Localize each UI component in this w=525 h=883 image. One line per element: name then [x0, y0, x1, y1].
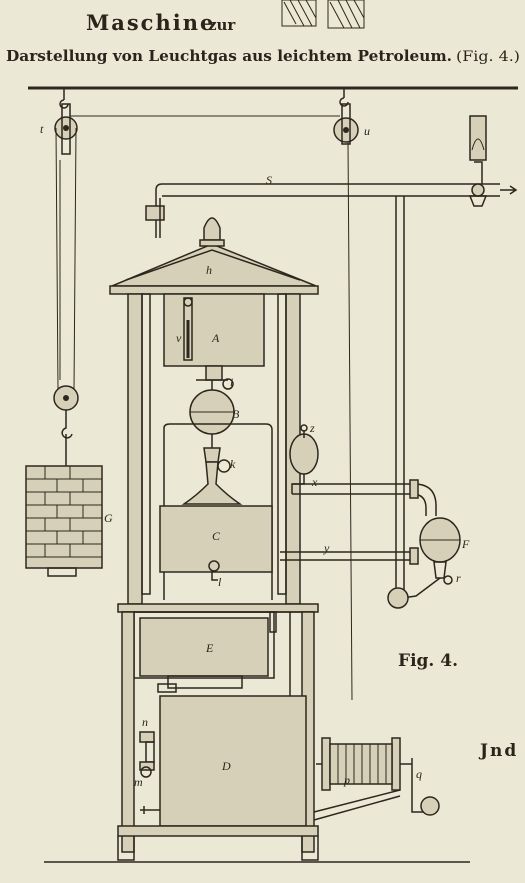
label-c: C [212, 529, 221, 543]
burner [468, 115, 518, 207]
label-k: k [230, 457, 236, 471]
tank-a [163, 293, 265, 367]
pulley-u [333, 88, 359, 145]
label-h: h [206, 263, 212, 277]
right-vertical-pipe [395, 196, 405, 590]
edge-text: Jnd [478, 741, 518, 761]
label-t: t [40, 122, 44, 136]
side-vessel-z [289, 424, 319, 494]
cabinet [117, 611, 319, 861]
label-d: D [221, 759, 231, 773]
label-x: x [311, 475, 318, 489]
top-hatching [281, 0, 365, 29]
winch [313, 737, 440, 821]
title-figure-ref: (Fig. 4.) [456, 49, 520, 65]
figure-label: Fig. 4. [398, 651, 458, 671]
label-b: B [232, 407, 240, 421]
label-g: G [104, 511, 113, 525]
label-u: u [364, 124, 370, 138]
label-n: n [142, 715, 148, 729]
label-a: A [211, 331, 220, 345]
vessel-f [387, 517, 461, 609]
label-e: E [205, 641, 214, 655]
label-l: l [218, 575, 222, 589]
pulley-t [54, 88, 78, 155]
brick-weight [25, 465, 103, 577]
tank-c [159, 505, 273, 581]
lamp-stand [181, 447, 243, 505]
title-small: zur [208, 16, 236, 34]
label-s: S [266, 173, 272, 187]
label-v: v [176, 331, 182, 345]
ropes [55, 115, 353, 701]
label-f: F [461, 537, 470, 551]
title-main: Maschine [86, 10, 215, 35]
valves-n-m [139, 731, 160, 814]
label-y: y [323, 541, 330, 555]
box-e [139, 617, 269, 693]
table [117, 603, 319, 679]
gas-pipe [145, 183, 500, 238]
label-r: r [456, 571, 461, 585]
pipes-x-y [280, 479, 437, 565]
label-m: m [134, 775, 143, 789]
weight-pulley [53, 385, 79, 466]
label-q: q [416, 767, 422, 781]
label-p: p [343, 773, 350, 787]
title-subtitle: Darstellung von Leuchtgas aus leichtem P… [6, 48, 452, 65]
label-i: i [230, 375, 233, 389]
label-z: z [309, 421, 315, 435]
roof [109, 217, 319, 295]
